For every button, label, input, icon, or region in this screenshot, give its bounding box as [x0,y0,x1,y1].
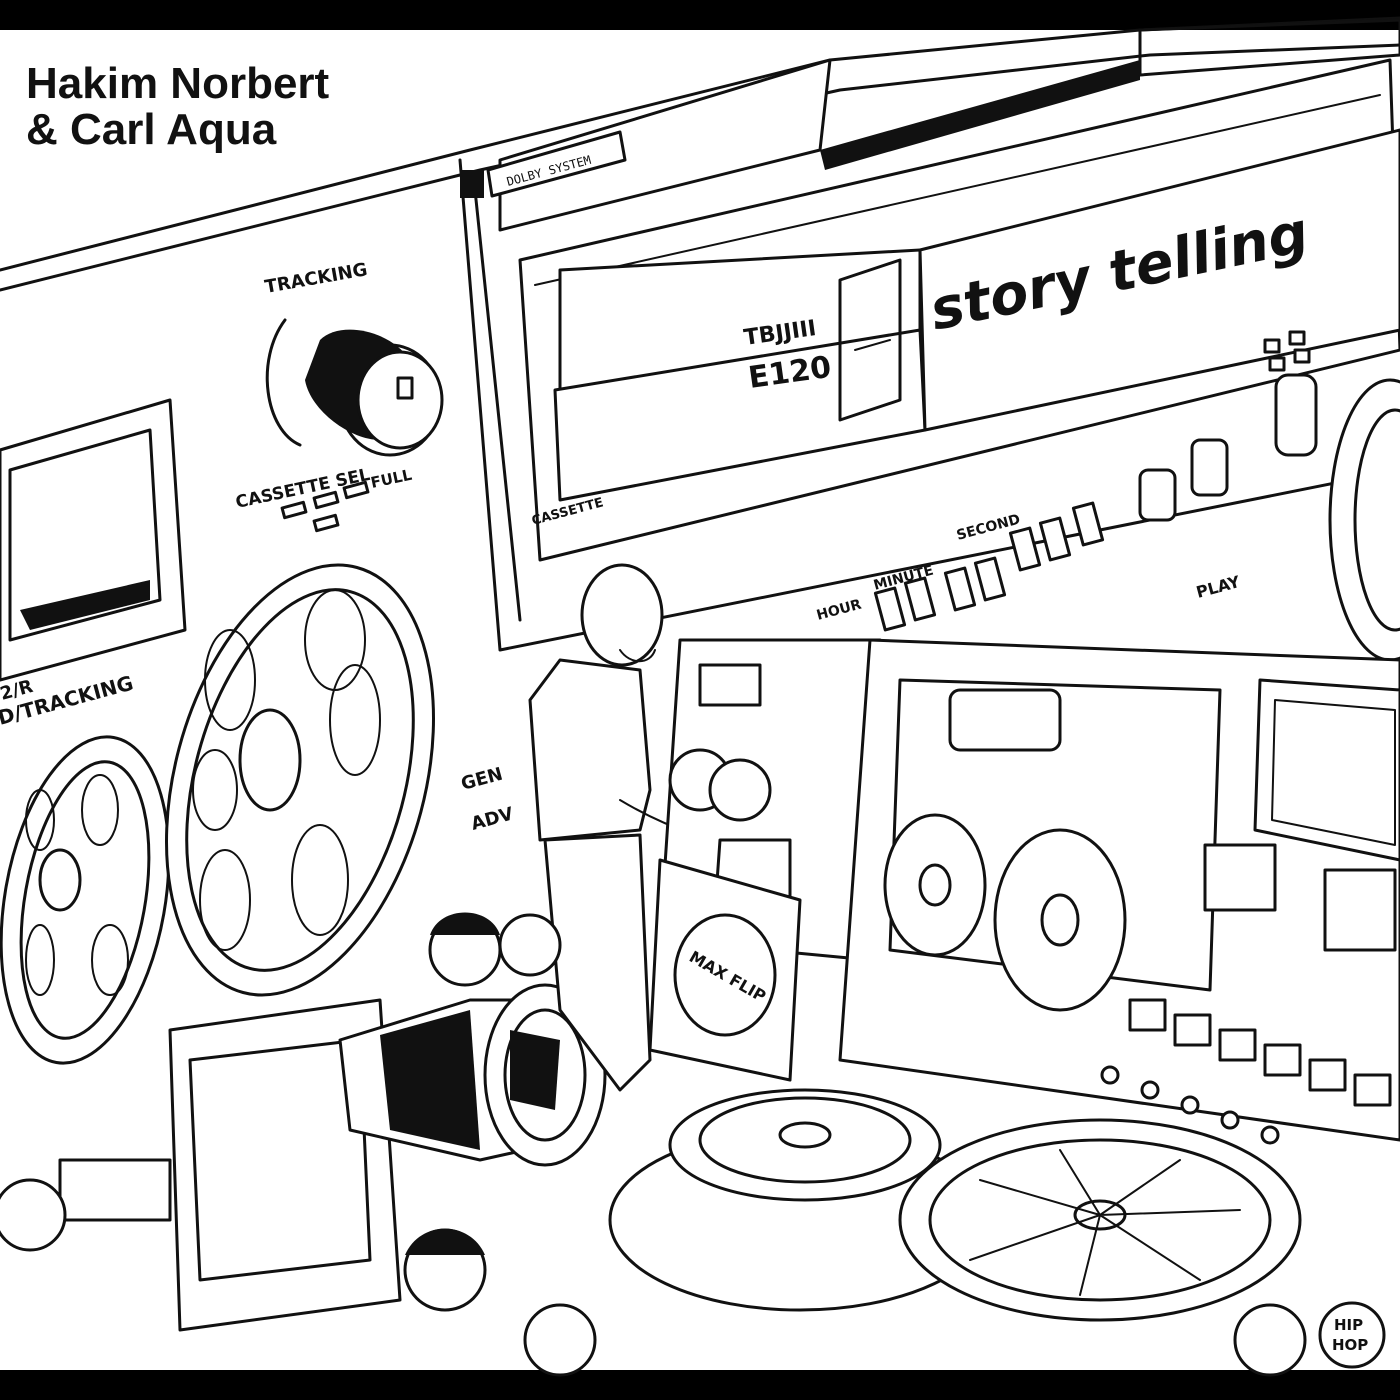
artist-line-1: Hakim Norbert [26,59,330,108]
film-reel-small [0,735,171,1065]
small-buttons[interactable] [1263,330,1311,372]
record-label-disc [673,913,777,1037]
time-counter [873,501,1105,632]
hip-hop-badge [1318,1301,1386,1369]
vcr-deck [0,16,1400,682]
head [580,563,664,667]
film-cans [608,1088,1302,1322]
crowd [0,912,1307,1377]
tape-slot [820,60,1140,170]
trousers [543,833,652,1092]
dolby-logo [460,170,484,198]
deck-button[interactable] [1274,373,1318,457]
video-monitor [1203,843,1277,912]
film-projector [0,563,607,1332]
cassette-label [918,128,1400,432]
producer-figure [528,563,761,1092]
shirt [528,658,652,842]
deck-button[interactable] [1138,468,1177,522]
artist-line-2: & Carl Aqua [26,105,277,154]
deck-button[interactable] [1190,438,1229,497]
dolby-badge [486,130,627,198]
console-switches[interactable] [1100,998,1392,1145]
video-monitor [1323,868,1397,952]
studio-console [648,638,1400,1145]
hop-label: HOP [1332,1336,1368,1354]
video-monitor [1253,678,1400,862]
cassette-select-buttons[interactable] [280,480,370,533]
tracking-knob[interactable] [265,318,444,457]
projector-body [168,998,402,1332]
hip-label: HIP [1334,1316,1363,1334]
